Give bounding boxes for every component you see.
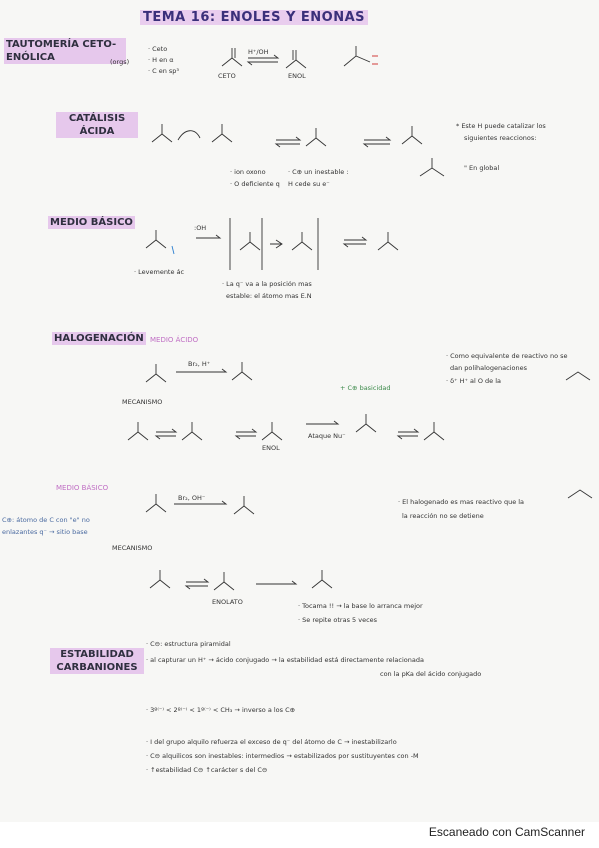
bullet-repite: · Se repite otras 5 veces [298,616,378,624]
resonance-structure-1 [343,46,378,67]
condition-oh: :OH [194,224,207,232]
subtitle-medio-acido: MEDIO ÁCIDO [150,336,199,344]
note-carbanion-1: C⊕: átomo de C con "e" no [2,516,90,524]
chemistry-sketches [127,46,593,591]
bullet-estable: estable: el átomo mas E.N [226,292,312,300]
label-ceto: CETO [218,72,236,80]
line-grupo-alquilo: · I del grupo alquilo refuerza el exceso… [146,738,397,746]
label-enolato: ENOLATO [212,598,243,606]
condition-br2-oh: Br₂, OH⁻ [178,494,206,502]
scanner-footer: Escaneado con CamScanner [0,822,599,848]
line-acido-conjugado: · al capturar un H⁺ → ácido conjugado → … [146,656,424,664]
side-note: (orgs) [110,58,130,66]
note-delta: · δ⁺ H⁺ al O de la [446,377,502,385]
ceto-structure [221,48,243,67]
line-piramidal: · C⊖: estructura piramidal [146,640,231,648]
notebook-page: TEMA 16: ENOLES Y ENONAS TAUTOMERÍA CETO… [0,0,599,822]
enol-structure [285,50,307,69]
page-title: TEMA 16: ENOLES Y ENONAS [140,10,369,25]
bullet-cede: H cede su e⁻ [288,180,330,188]
bullet-ceto: · Ceto [148,45,168,53]
section-title-acida: CATÁLISIS ÁCIDA [56,112,138,138]
condition-br2-h: Br₂, H⁺ [188,360,211,368]
bullet-levemente: · Levemente ác [134,268,185,276]
label-enol: ENOL [288,72,306,80]
line-caracter-s: · ↑estabilidad C⊖ ↑carácter s del C⊖ [146,766,268,774]
note-carbanion-2: enlazantes q⁻ → sitio base [2,528,88,536]
acid-catalysis-sketch [151,124,445,177]
bullet-oxono: · ion oxono [230,168,266,176]
bullet-inestable: · C⊕ un inestable : [288,168,349,176]
bullet-h-alpha: · H en α [148,56,174,64]
bullet-posicion: · La q⁻ va a la posición mas [222,280,312,288]
equilibrium-arrow-1 [246,54,280,66]
halogenation-acid-sketch [127,362,591,441]
note-no-detiene: la reacción no se detiene [402,512,484,520]
section-title-estabilidad: ESTABILIDAD CARBANIONES [50,648,144,674]
section-title-basico2: MEDIO BÁSICO [56,484,109,492]
line-alquilicos: · C⊖ alquilicos son inestables: intermed… [146,752,419,760]
label-basicidad: + C⊕ basicidad [340,384,391,392]
bullet-sp3: · C en sp³ [148,67,180,75]
note-equivalente: · Como equivalente de reactivo no se [446,352,568,360]
line-pka: con la pKa del ácido conjugado [380,670,482,678]
section-title-tautomeria: TAUTOMERÍA CETO-ENÓLICA [4,38,126,64]
note-polihalogenaciones: dan polihalogenaciones [450,364,527,372]
note-halogenado: · El halogenado es mas reactivo que la [398,498,525,506]
section-title-basico: MEDIO BÁSICO [48,216,135,229]
condition-label: H⁺/OH [248,48,269,56]
bullet-tocama: · Tocama !! → la base lo arranca mejor [298,602,423,610]
note-catalizar: * Este H puede catalizar los [456,122,546,130]
label-ataque: Ataque Nu⁻ [308,432,346,440]
section-title-halogenacion: HALOGENACIÓN [52,332,146,345]
label-mecanismo-2: MECANISMO [112,544,153,552]
scanner-watermark: Escaneado con CamScanner [428,825,585,839]
halogenation-basic-sketch [145,489,593,591]
label-enol-2: ENOL [262,444,280,452]
label-mecanismo-1: MECANISMO [122,398,163,406]
note-reacciones: siguientes reaccionos: [464,134,537,142]
note-global: " En global [464,164,500,172]
basic-medium-sketch [145,218,399,270]
line-orden: · 3º⁽⁻⁾ < 2º⁽⁻⁾ < 1º⁽⁻⁾ < CH₃ → inverso … [146,706,296,714]
bullet-deficiente: · O deficiente q [230,180,280,188]
